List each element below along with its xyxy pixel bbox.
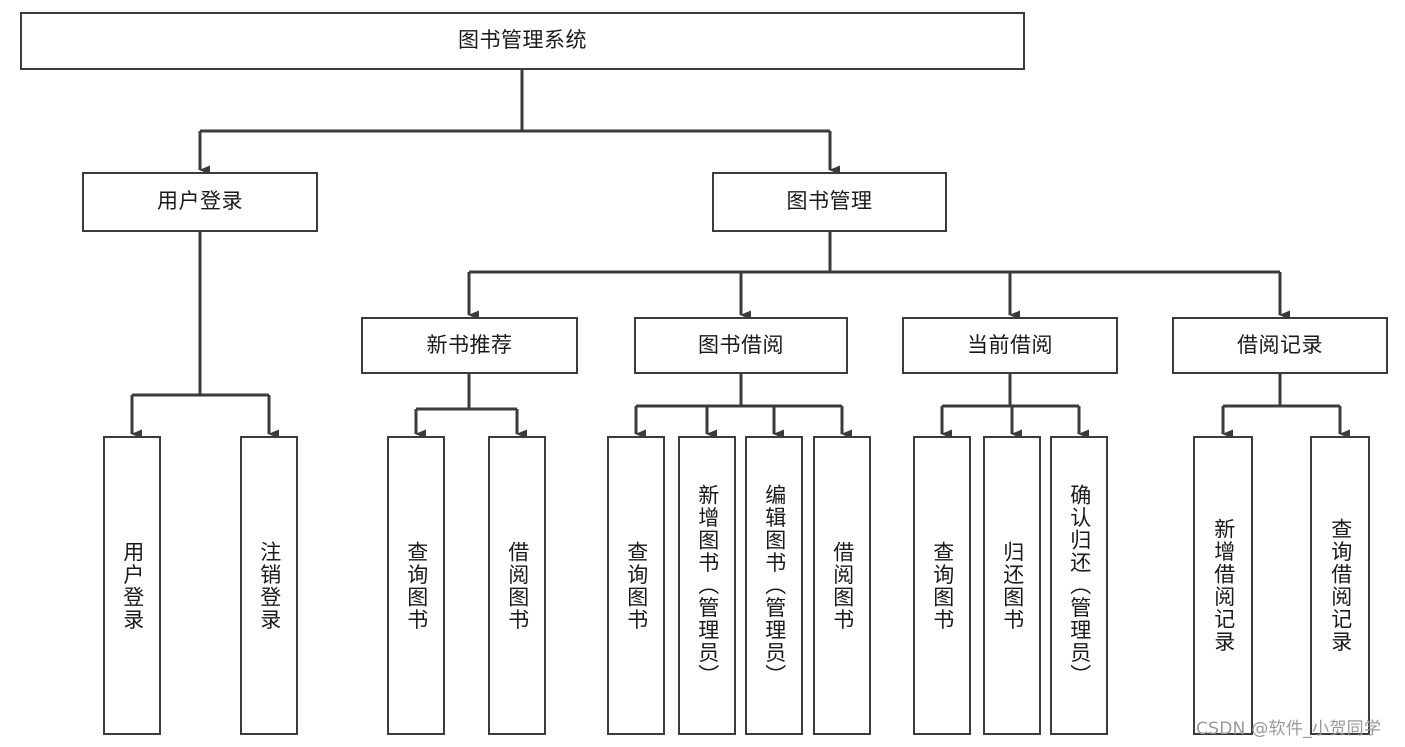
node-label-leaf-borrow-book: 借阅图书 xyxy=(830,540,855,631)
node-leaf-query-book-recommend[interactable]: 查询图书 xyxy=(387,436,445,735)
node-label-leaf-user-login: 用户登录 xyxy=(120,540,145,631)
node-label-book-manage: 图书管理 xyxy=(786,189,873,214)
node-label-leaf-confirm-return: 确认归还（管理员） xyxy=(1067,484,1092,687)
node-leaf-query-book-current[interactable]: 查询图书 xyxy=(913,436,971,735)
node-label-root: 图书管理系统 xyxy=(458,28,587,53)
node-current-borrow[interactable]: 当前借阅 xyxy=(902,317,1118,374)
node-leaf-query-borrow-record[interactable]: 查询借阅记录 xyxy=(1310,436,1370,735)
node-label-book-borrow: 图书借阅 xyxy=(698,332,784,357)
node-label-borrow-record: 借阅记录 xyxy=(1237,332,1323,357)
connector-lines xyxy=(130,70,1350,439)
node-leaf-edit-book[interactable]: 编辑图书（管理员） xyxy=(745,436,803,735)
node-label-leaf-query-book-current: 查询图书 xyxy=(930,540,955,631)
node-borrow-record[interactable]: 借阅记录 xyxy=(1172,317,1388,374)
node-user-login[interactable]: 用户登录 xyxy=(82,172,318,232)
node-label-leaf-query-borrow-record: 查询借阅记录 xyxy=(1328,518,1353,653)
node-label-leaf-logout: 注销登录 xyxy=(257,540,282,631)
node-leaf-add-book[interactable]: 新增图书（管理员） xyxy=(678,436,736,735)
node-leaf-confirm-return[interactable]: 确认归还（管理员） xyxy=(1050,436,1108,735)
node-leaf-add-borrow-record[interactable]: 新增借阅记录 xyxy=(1193,436,1253,735)
node-label-new-book-recommend: 新书推荐 xyxy=(426,332,513,357)
csdn-watermark: CSDN @软件_小贺同学 xyxy=(1196,719,1382,739)
node-label-leaf-query-book-recommend: 查询图书 xyxy=(404,540,429,631)
node-book-borrow[interactable]: 图书借阅 xyxy=(634,317,848,374)
node-leaf-return-book[interactable]: 归还图书 xyxy=(983,436,1041,735)
node-leaf-borrow-book[interactable]: 借阅图书 xyxy=(813,436,871,735)
node-label-leaf-add-borrow-record: 新增借阅记录 xyxy=(1211,518,1236,653)
node-label-current-borrow: 当前借阅 xyxy=(967,332,1053,357)
node-leaf-logout[interactable]: 注销登录 xyxy=(240,436,298,735)
node-book-manage[interactable]: 图书管理 xyxy=(712,172,947,232)
node-leaf-user-login[interactable]: 用户登录 xyxy=(103,436,161,735)
node-label-leaf-query-book-borrow: 查询图书 xyxy=(624,540,649,631)
node-new-book-recommend[interactable]: 新书推荐 xyxy=(361,317,578,374)
node-leaf-borrow-book-recommend[interactable]: 借阅图书 xyxy=(488,436,546,735)
node-label-leaf-return-book: 归还图书 xyxy=(1000,540,1025,631)
node-root[interactable]: 图书管理系统 xyxy=(20,12,1025,70)
node-leaf-query-book-borrow[interactable]: 查询图书 xyxy=(607,436,665,735)
node-label-leaf-borrow-book-recommend: 借阅图书 xyxy=(505,540,530,631)
node-label-leaf-edit-book: 编辑图书（管理员） xyxy=(762,484,787,687)
node-label-user-login: 用户登录 xyxy=(157,189,243,214)
node-label-leaf-add-book: 新增图书（管理员） xyxy=(695,484,720,687)
